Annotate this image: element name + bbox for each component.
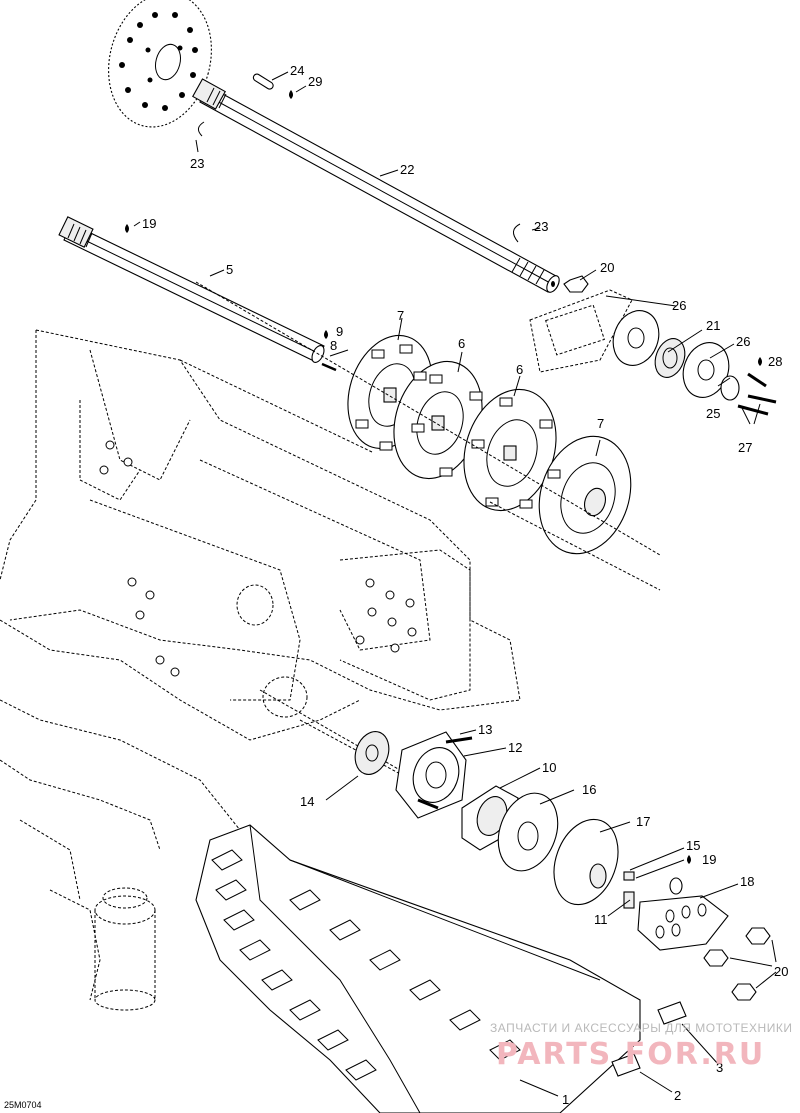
key-24	[252, 73, 274, 90]
callout-labels: 24 29 23 22 23 19 5 20 26 21 26 28 7 6 9…	[142, 63, 788, 1107]
callout-26b: 26	[736, 334, 750, 349]
callout-18: 18	[740, 874, 754, 889]
callout-8: 8	[330, 338, 337, 353]
sprocket-wheels	[347, 334, 632, 555]
callout-22: 22	[400, 162, 414, 177]
circlip-23-top	[198, 121, 205, 137]
callout-28: 28	[768, 354, 782, 369]
chassis-frame	[0, 281, 661, 1011]
shaft-22	[192, 78, 560, 293]
callout-23b: 23	[534, 219, 548, 234]
callout-23: 23	[190, 156, 204, 171]
callout-21: 21	[706, 318, 720, 333]
callout-1: 1	[562, 1092, 569, 1107]
watermark-tagline: ЗАПЧАСТИ И АКСЕССУАРЫ ДЛЯ МОТОТЕХНИКИ	[490, 1021, 792, 1035]
callout-15: 15	[686, 838, 700, 853]
callout-27: 27	[738, 440, 752, 455]
callout-19: 19	[142, 216, 156, 231]
circlip-23-right	[513, 223, 521, 243]
callout-7: 7	[397, 308, 404, 323]
callout-6: 6	[458, 336, 465, 351]
callout-29: 29	[308, 74, 322, 89]
callout-13: 13	[478, 722, 492, 737]
callout-12: 12	[508, 740, 522, 755]
callout-20: 20	[600, 260, 614, 275]
callout-26: 26	[672, 298, 686, 313]
watermark-logo: PARTS FOR.RU	[496, 1037, 765, 1072]
diagram-code: 25M0704	[4, 1100, 42, 1110]
callout-20b: 20	[774, 964, 788, 979]
pin-8	[321, 362, 337, 372]
shaft-5	[58, 216, 325, 363]
callout-19b: 19	[702, 852, 716, 867]
callout-3: 3	[716, 1060, 723, 1075]
leader-lines	[133, 71, 777, 1097]
callout-16: 16	[582, 782, 596, 797]
callout-24: 24	[290, 63, 304, 78]
callout-9: 9	[336, 324, 343, 339]
drive-disc	[108, 0, 212, 128]
callout-11: 11	[594, 912, 608, 927]
callout-25: 25	[706, 406, 720, 421]
callout-14: 14	[300, 794, 314, 809]
track	[195, 824, 687, 1113]
callout-2: 2	[674, 1088, 681, 1103]
bearing-assembly-bottom	[354, 731, 771, 1001]
callout-17: 17	[636, 814, 650, 829]
callout-5: 5	[226, 262, 233, 277]
bearing-assembly-top	[529, 275, 777, 416]
callout-10: 10	[542, 760, 556, 775]
oil-drop-icon	[125, 90, 762, 864]
callout-7b: 7	[597, 416, 604, 431]
callout-6b: 6	[516, 362, 523, 377]
frame-holes	[99, 440, 417, 677]
